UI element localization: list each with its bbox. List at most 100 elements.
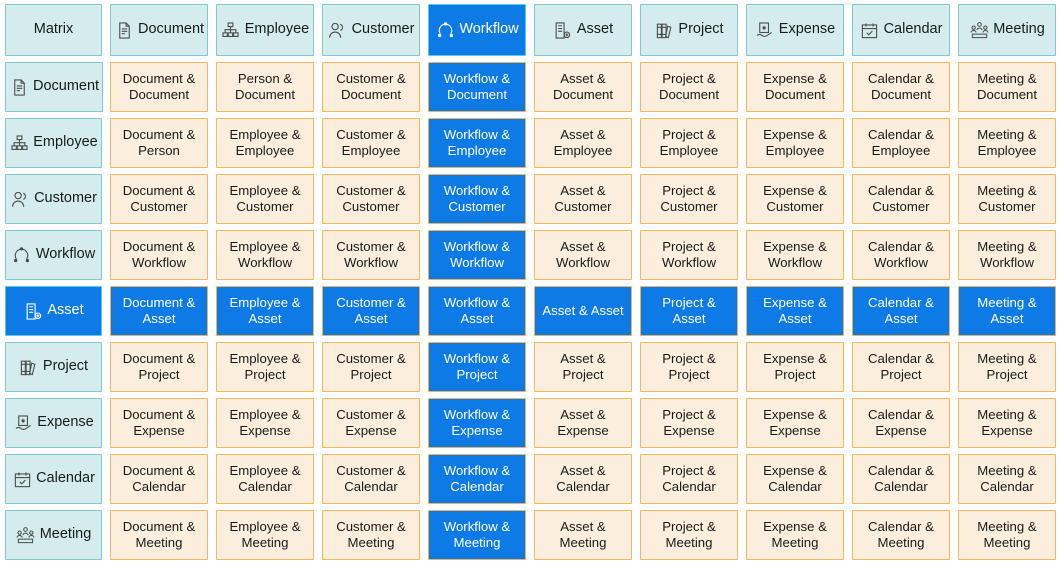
matrix-cell-expense-customer[interactable]: Expense & Customer xyxy=(746,174,844,224)
matrix-cell-employee-document[interactable]: Person & Document xyxy=(216,62,314,112)
matrix-cell-customer-employee[interactable]: Customer & Employee xyxy=(322,118,420,168)
matrix-cell-meeting-customer[interactable]: Meeting & Customer xyxy=(958,174,1056,224)
matrix-cell-asset-workflow[interactable]: Asset & Workflow xyxy=(534,230,632,280)
matrix-cell-customer-asset[interactable]: Customer & Asset xyxy=(322,286,420,336)
column-header-cell-workflow[interactable]: Workflow xyxy=(428,4,526,56)
matrix-cell[interactable]: Meeting & Employee xyxy=(954,115,1060,171)
row-header-cell-expense[interactable]: Expense xyxy=(5,398,102,448)
matrix-cell[interactable]: Project & Employee xyxy=(636,115,742,171)
matrix-cell[interactable]: Employee & Meeting xyxy=(212,507,318,563)
row-header-expense[interactable]: Expense xyxy=(1,395,106,451)
column-header-workflow[interactable]: Workflow xyxy=(424,1,530,59)
matrix-cell-customer-calendar[interactable]: Customer & Calendar xyxy=(322,454,420,504)
matrix-cell[interactable]: Calendar & Employee xyxy=(848,115,954,171)
matrix-cell-workflow-customer[interactable]: Workflow & Customer xyxy=(428,174,526,224)
matrix-cell[interactable]: Expense & Calendar xyxy=(742,451,848,507)
matrix-cell[interactable]: Project & Expense xyxy=(636,395,742,451)
matrix-cell[interactable]: Asset & Project xyxy=(530,339,636,395)
matrix-cell[interactable]: Customer & Asset xyxy=(318,283,424,339)
matrix-cell-customer-customer[interactable]: Customer & Customer xyxy=(322,174,420,224)
matrix-cell[interactable]: Calendar & Asset xyxy=(848,283,954,339)
column-header-cell-expense[interactable]: Expense xyxy=(746,4,844,56)
matrix-cell[interactable]: Asset & Meeting xyxy=(530,507,636,563)
matrix-cell-project-document[interactable]: Project & Document xyxy=(640,62,738,112)
matrix-cell-workflow-expense[interactable]: Workflow & Expense xyxy=(428,398,526,448)
matrix-cell[interactable]: Asset & Asset xyxy=(530,283,636,339)
matrix-cell-expense-employee[interactable]: Expense & Employee xyxy=(746,118,844,168)
matrix-cell-asset-project[interactable]: Asset & Project xyxy=(534,342,632,392)
matrix-cell-expense-workflow[interactable]: Expense & Workflow xyxy=(746,230,844,280)
column-header-cell-document[interactable]: Document xyxy=(110,4,209,56)
matrix-cell[interactable]: Customer & Calendar xyxy=(318,451,424,507)
row-header-cell-project[interactable]: Project xyxy=(5,342,102,392)
row-header-meeting[interactable]: Meeting xyxy=(1,507,106,563)
matrix-cell[interactable]: Customer & Workflow xyxy=(318,227,424,283)
matrix-cell[interactable]: Meeting & Workflow xyxy=(954,227,1060,283)
matrix-cell[interactable]: Customer & Expense xyxy=(318,395,424,451)
matrix-cell[interactable]: Meeting & Calendar xyxy=(954,451,1060,507)
row-header-cell-employee[interactable]: Employee xyxy=(5,118,102,168)
matrix-cell[interactable]: Customer & Project xyxy=(318,339,424,395)
column-header-employee[interactable]: Employee xyxy=(212,1,318,59)
matrix-cell-asset-employee[interactable]: Asset & Employee xyxy=(534,118,632,168)
matrix-cell-calendar-customer[interactable]: Calendar & Customer xyxy=(852,174,950,224)
matrix-cell[interactable]: Workflow & Workflow xyxy=(424,227,530,283)
matrix-cell[interactable]: Asset & Expense xyxy=(530,395,636,451)
matrix-cell[interactable]: Expense & Asset xyxy=(742,283,848,339)
matrix-cell-expense-expense[interactable]: Expense & Expense xyxy=(746,398,844,448)
matrix-cell-workflow-project[interactable]: Workflow & Project xyxy=(428,342,526,392)
matrix-cell-project-workflow[interactable]: Project & Workflow xyxy=(640,230,738,280)
column-header-cell-customer[interactable]: Customer xyxy=(322,4,420,56)
matrix-cell-asset-expense[interactable]: Asset & Expense xyxy=(534,398,632,448)
matrix-cell[interactable]: Meeting & Asset xyxy=(954,283,1060,339)
matrix-cell[interactable]: Document & Asset xyxy=(106,283,212,339)
matrix-cell-calendar-employee[interactable]: Calendar & Employee xyxy=(852,118,950,168)
matrix-cell-project-customer[interactable]: Project & Customer xyxy=(640,174,738,224)
column-header-cell-meeting[interactable]: Meeting xyxy=(958,4,1056,56)
matrix-cell[interactable]: Document & Person xyxy=(106,115,212,171)
matrix-cell-project-asset[interactable]: Project & Asset xyxy=(640,286,738,336)
column-header-asset[interactable]: Asset xyxy=(530,1,636,59)
matrix-cell[interactable]: Project & Document xyxy=(636,59,742,115)
matrix-cell[interactable]: Project & Meeting xyxy=(636,507,742,563)
row-header-cell-document[interactable]: Document xyxy=(5,62,104,112)
matrix-cell[interactable]: Calendar & Expense xyxy=(848,395,954,451)
matrix-cell[interactable]: Employee & Employee xyxy=(212,115,318,171)
matrix-cell[interactable]: Workflow & Calendar xyxy=(424,451,530,507)
matrix-cell-workflow-meeting[interactable]: Workflow & Meeting xyxy=(428,510,526,560)
row-header-asset[interactable]: Asset xyxy=(1,283,106,339)
matrix-cell-employee-employee[interactable]: Employee & Employee xyxy=(216,118,314,168)
matrix-cell[interactable]: Person & Document xyxy=(212,59,318,115)
matrix-cell-meeting-document[interactable]: Meeting & Document xyxy=(958,62,1056,112)
matrix-cell-asset-customer[interactable]: Asset & Customer xyxy=(534,174,632,224)
matrix-cell-expense-calendar[interactable]: Expense & Calendar xyxy=(746,454,844,504)
column-header-cell-asset[interactable]: Asset xyxy=(534,4,632,56)
matrix-cell[interactable]: Employee & Workflow xyxy=(212,227,318,283)
matrix-cell-expense-document[interactable]: Expense & Document xyxy=(746,62,844,112)
matrix-cell-employee-project[interactable]: Employee & Project xyxy=(216,342,314,392)
matrix-cell[interactable]: Employee & Customer xyxy=(212,171,318,227)
matrix-cell[interactable]: Asset & Customer xyxy=(530,171,636,227)
matrix-cell-workflow-calendar[interactable]: Workflow & Calendar xyxy=(428,454,526,504)
column-header-customer[interactable]: Customer xyxy=(318,1,424,59)
matrix-cell-document-workflow[interactable]: Document & Workflow xyxy=(110,230,208,280)
matrix-cell-customer-workflow[interactable]: Customer & Workflow xyxy=(322,230,420,280)
matrix-cell[interactable]: Workflow & Meeting xyxy=(424,507,530,563)
matrix-cell[interactable]: Document & Project xyxy=(106,339,212,395)
matrix-cell-workflow-employee[interactable]: Workflow & Employee xyxy=(428,118,526,168)
column-header-document[interactable]: Document xyxy=(106,1,212,59)
matrix-cell[interactable]: Project & Customer xyxy=(636,171,742,227)
row-header-cell-calendar[interactable]: Calendar xyxy=(5,454,102,504)
matrix-cell[interactable]: Calendar & Document xyxy=(848,59,954,115)
matrix-cell[interactable]: Customer & Customer xyxy=(318,171,424,227)
matrix-cell[interactable]: Meeting & Customer xyxy=(954,171,1060,227)
matrix-cell[interactable]: Meeting & Meeting xyxy=(954,507,1060,563)
matrix-cell[interactable]: Asset & Document xyxy=(530,59,636,115)
matrix-cell[interactable]: Document & Document xyxy=(106,59,212,115)
matrix-cell[interactable]: Employee & Calendar xyxy=(212,451,318,507)
matrix-cell-employee-workflow[interactable]: Employee & Workflow xyxy=(216,230,314,280)
row-header-project[interactable]: Project xyxy=(1,339,106,395)
matrix-cell-asset-asset[interactable]: Asset & Asset xyxy=(534,286,632,336)
column-header-cell-calendar[interactable]: Calendar xyxy=(852,4,950,56)
matrix-cell-document-expense[interactable]: Document & Expense xyxy=(110,398,208,448)
